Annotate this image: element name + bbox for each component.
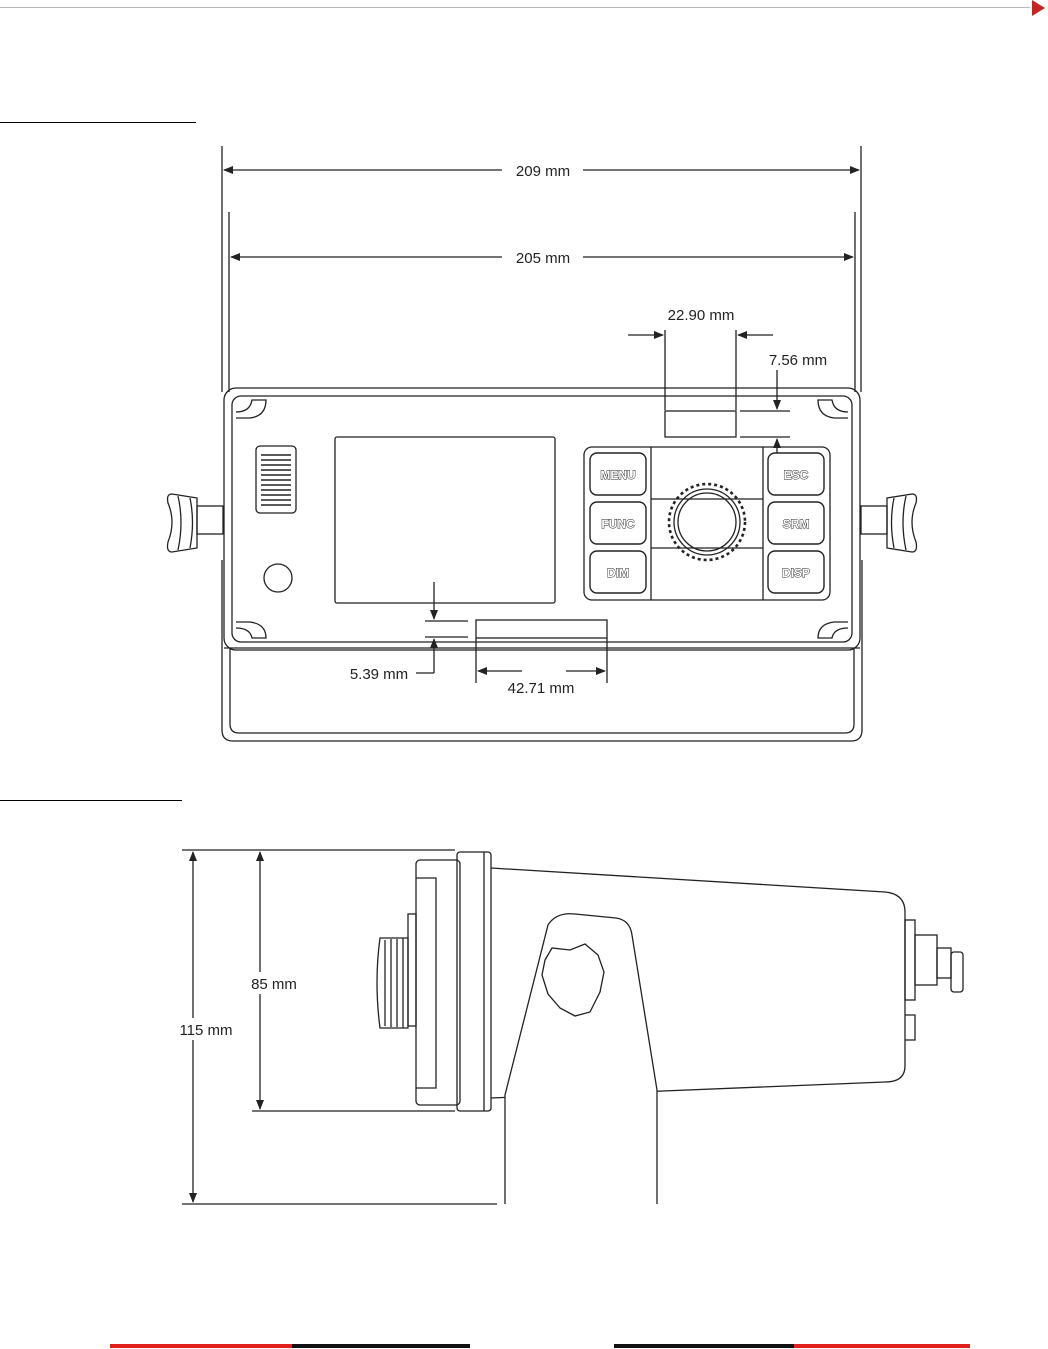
header-rule bbox=[0, 7, 1030, 8]
bottom-label-box bbox=[476, 620, 607, 638]
front-view-drawing: MENU FUNC DIM ESC SRM DISP 209 mm 205 mm… bbox=[0, 130, 1048, 770]
housing-inner bbox=[232, 396, 852, 642]
key-srm-label: SRM bbox=[783, 517, 810, 531]
screen bbox=[335, 437, 555, 603]
sensor-circle bbox=[264, 564, 292, 592]
footer-bar-right-red bbox=[794, 1344, 970, 1348]
key-dim[interactable]: DIM bbox=[590, 551, 646, 593]
footer-bar-left-red bbox=[110, 1344, 292, 1348]
dim-label-85: 85 mm bbox=[251, 976, 297, 993]
key-srm[interactable]: SRM bbox=[768, 502, 824, 544]
key-dim-label: DIM bbox=[607, 566, 629, 580]
key-menu[interactable]: MENU bbox=[590, 453, 646, 495]
side-view-heading-underline bbox=[0, 800, 182, 801]
dim-label-115: 115 mm bbox=[179, 1022, 232, 1039]
front-view-heading-underline bbox=[0, 122, 196, 123]
side-knob-mount bbox=[408, 914, 416, 1026]
dim-label-7-56: 7.56 mm bbox=[769, 352, 827, 369]
dim-label-22-90: 22.90 mm bbox=[668, 307, 735, 324]
dim-label-205: 205 mm bbox=[516, 250, 570, 267]
key-menu-label: MENU bbox=[600, 468, 635, 482]
side-bezel-back bbox=[416, 860, 460, 1105]
footer-bar-left-black bbox=[292, 1344, 470, 1348]
key-disp-label: DISP bbox=[782, 566, 810, 580]
side-bezel-front bbox=[457, 852, 491, 1111]
key-func[interactable]: FUNC bbox=[590, 502, 646, 544]
side-view-drawing: 85 mm 115 mm bbox=[0, 830, 1048, 1220]
housing-outer bbox=[224, 388, 860, 650]
header-arrow-icon bbox=[1032, 0, 1045, 16]
side-bracket bbox=[505, 914, 657, 1204]
key-disp[interactable]: DISP bbox=[768, 551, 824, 593]
dim-label-209: 209 mm bbox=[516, 163, 570, 180]
key-esc[interactable]: ESC bbox=[768, 453, 824, 495]
key-func-label: FUNC bbox=[601, 517, 635, 531]
top-label-box bbox=[665, 411, 736, 437]
footer-bar-right-black bbox=[614, 1344, 794, 1348]
key-esc-label: ESC bbox=[784, 468, 809, 482]
dim-label-42-71: 42.71 mm bbox=[508, 680, 575, 697]
dim-label-5-39: 5.39 mm bbox=[350, 666, 408, 683]
